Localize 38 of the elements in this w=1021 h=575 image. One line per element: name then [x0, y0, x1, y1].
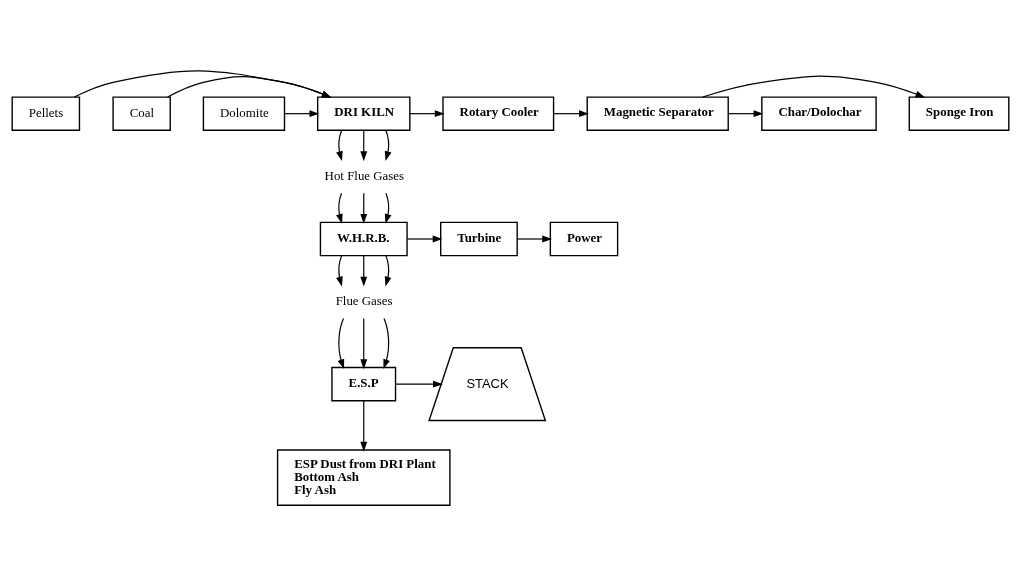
node-text: Hot Flue Gases: [324, 168, 405, 183]
arrow: [384, 192, 392, 224]
node-box: Rotary Cooler: [442, 95, 555, 131]
node-box: Coal: [112, 95, 171, 131]
arrow: [360, 399, 368, 452]
node-box: E.S.P: [331, 366, 397, 401]
node-box: DRI KILN: [317, 95, 411, 131]
arrow: [384, 254, 392, 286]
arrow: [73, 69, 332, 98]
arrow: [383, 317, 390, 369]
arrow: [360, 192, 368, 224]
node-box: Magnetic Separator: [586, 95, 729, 131]
arrow: [406, 235, 443, 242]
node-box: Pellets: [11, 95, 81, 131]
arrow: [409, 109, 445, 117]
arrow: [336, 192, 343, 224]
arrow: [360, 129, 368, 161]
node-box: Sponge Iron: [908, 95, 1010, 131]
arrow: [360, 254, 368, 286]
node-text: Flue Gases: [335, 293, 393, 308]
node-box: Char/Dolochar: [761, 95, 877, 131]
arrow: [395, 380, 443, 388]
arrow: [702, 75, 926, 98]
node-box: Power: [549, 221, 619, 256]
arrow: [336, 254, 343, 286]
node-box: Dolomite: [202, 95, 286, 131]
node-box: Turbine: [440, 221, 518, 256]
arrow: [516, 235, 553, 242]
arrow: [360, 317, 368, 369]
node-box: W.H.R.B.: [319, 221, 408, 256]
arrow: [284, 109, 320, 117]
arrow: [167, 75, 332, 98]
arrow: [336, 129, 343, 161]
arrow: [553, 109, 589, 117]
arrow: [384, 129, 392, 161]
arrow: [727, 109, 764, 117]
node-box: ESP Dust from DRI Plant Bottom Ash Fly Ash: [276, 448, 451, 506]
arrow: [337, 317, 345, 369]
